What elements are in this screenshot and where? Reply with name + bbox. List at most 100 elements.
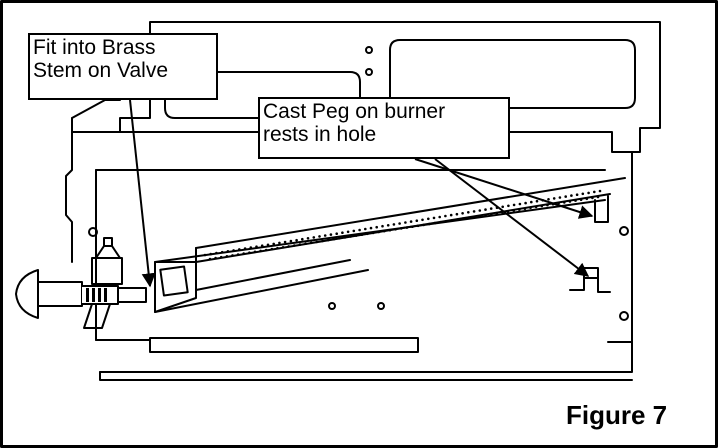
burner-port: [360, 233, 364, 236]
burner-port: [449, 213, 453, 217]
brass-stem: [117, 287, 147, 303]
burner-port: [242, 252, 245, 255]
burner-port: [439, 220, 442, 224]
burner-port: [552, 197, 556, 200]
tray: [149, 337, 419, 353]
callout-cast-peg: Cast Peg on burner rests in hole: [258, 97, 510, 159]
valve-knob: [15, 269, 39, 319]
burner-port: [293, 244, 296, 247]
burner-port: [260, 244, 264, 247]
top-panel-lower-edge: [71, 99, 121, 119]
burner-port: [512, 209, 515, 212]
burner-port: [518, 208, 521, 211]
burner-air-shutter: [159, 265, 189, 297]
burner-port: [438, 215, 442, 219]
burner-port: [238, 248, 241, 251]
burner-port: [298, 243, 302, 246]
burner-port: [433, 221, 437, 225]
burner-port: [456, 218, 459, 221]
valve-screw: [103, 237, 113, 246]
burner-port: [394, 228, 397, 231]
burner-port: [232, 249, 235, 252]
burner-port: [386, 224, 390, 227]
burner-port: [518, 202, 522, 206]
burner-port: [540, 204, 544, 208]
burner-port: [301, 237, 304, 241]
burner-port: [255, 245, 258, 248]
burner-port: [272, 242, 276, 246]
burner-port: [506, 210, 510, 213]
burner-port: [455, 212, 459, 216]
burner-port: [341, 231, 344, 234]
burner-port: [352, 229, 356, 233]
burner-bottom-edge: [154, 269, 369, 313]
burner-port: [358, 228, 361, 232]
callout-brass-stem: Fit into Brass Stem on Valve: [28, 33, 218, 100]
burner-port: [472, 210, 476, 213]
body-left-edge: [65, 131, 73, 263]
burner-port: [461, 217, 465, 220]
burner-port: [398, 222, 401, 225]
burner-port: [295, 238, 298, 242]
valve-mount: [83, 303, 111, 329]
burner-port: [534, 205, 538, 209]
burner-port: [281, 246, 285, 249]
valve-bracket: [91, 257, 123, 285]
leader-arrow-valve: [129, 99, 156, 288]
body-hole: [377, 302, 385, 310]
burner-port: [215, 251, 218, 255]
burner-port: [332, 237, 336, 241]
burner-port: [388, 228, 392, 232]
burner-port: [450, 219, 454, 222]
burner-port: [535, 199, 539, 203]
burner-port: [428, 222, 431, 226]
burner-port: [467, 211, 470, 214]
burner-port: [478, 214, 482, 218]
burner-port: [366, 232, 369, 236]
burner-port: [593, 190, 596, 194]
burner-port: [226, 250, 230, 253]
burner-port: [416, 224, 420, 228]
burner-port: [323, 234, 327, 237]
burner-port: [489, 207, 493, 210]
burner-port: [264, 248, 268, 252]
callout-brass-stem-line1: Fit into Brass: [33, 36, 156, 59]
burner-port: [547, 198, 550, 201]
valve-body: [37, 281, 83, 307]
burner-port: [427, 217, 430, 221]
burner-port: [381, 224, 384, 228]
burner-port: [248, 251, 251, 254]
burner-port: [321, 239, 324, 243]
body-hole: [328, 302, 336, 310]
burner-port: [461, 212, 464, 215]
burner-port: [369, 226, 373, 230]
burner-port: [354, 234, 358, 237]
burner-web: [195, 259, 351, 291]
burner-port: [512, 203, 516, 207]
burner-port: [507, 204, 510, 208]
top-panel-bottom-edge: [71, 117, 121, 133]
burner-port: [585, 197, 589, 201]
burner-port: [432, 216, 436, 220]
burner-port: [421, 218, 424, 222]
figure-label: Figure 7: [566, 400, 668, 430]
burner-port: [598, 189, 602, 193]
burner-port: [405, 226, 409, 229]
valve-knurl: [86, 288, 107, 302]
burner-port: [422, 223, 426, 227]
burner-port: [371, 231, 375, 235]
burner-port: [523, 207, 527, 210]
callout-brass-stem-line2: Stem on Valve: [33, 59, 169, 82]
burner-port: [253, 250, 257, 254]
base-front: [99, 341, 633, 373]
burner-port: [383, 229, 386, 233]
callout-cast-peg-line2: rests in hole: [263, 123, 377, 146]
burner-port: [343, 236, 347, 239]
burner-port: [484, 208, 487, 211]
burner-port: [236, 253, 240, 256]
burner-port: [467, 216, 471, 219]
panel-hole: [365, 46, 373, 54]
burner-port: [484, 213, 487, 217]
